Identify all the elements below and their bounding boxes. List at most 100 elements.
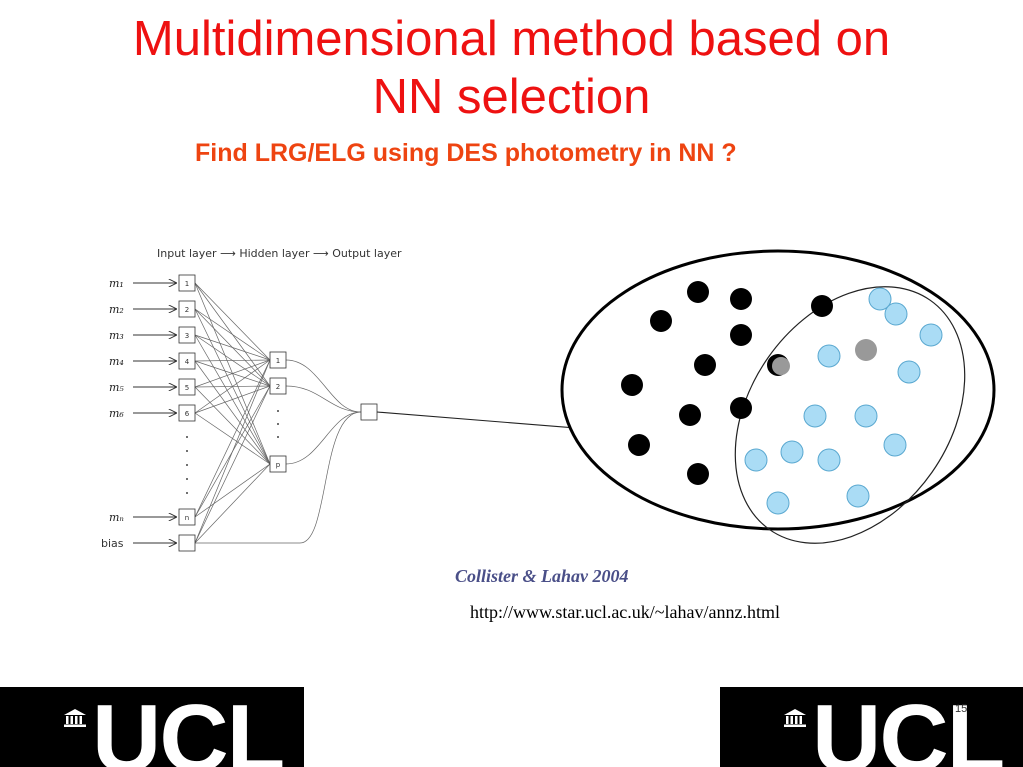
- slide-title: Multidimensional method based on NN sele…: [0, 10, 1023, 126]
- selection-ellipse: [734, 286, 966, 544]
- connection-line: [195, 411, 362, 544]
- svg-text:1: 1: [276, 357, 280, 365]
- input-node: 4: [178, 352, 196, 370]
- input-nodes: 1 2 3 4 5 6 n: [178, 274, 196, 552]
- blue-dot: [868, 287, 892, 311]
- blue-dot: [803, 404, 827, 428]
- blue-dot: [817, 344, 841, 368]
- black-dot: [811, 295, 833, 317]
- ucl-logo-right: UCL: [720, 687, 1023, 767]
- output-node: [360, 403, 378, 421]
- input-arrows: [133, 283, 176, 543]
- connection-line: [194, 334, 271, 361]
- svg-text:p: p: [276, 461, 281, 469]
- input-label-m5: m₅: [109, 381, 124, 394]
- blue-dot: [846, 484, 870, 508]
- input-node: 3: [178, 326, 196, 344]
- svg-text:2: 2: [185, 306, 189, 314]
- connection-line: [194, 386, 271, 465]
- gray-dots: [772, 339, 877, 375]
- svg-text:3: 3: [185, 332, 189, 340]
- connection-line: [194, 463, 271, 544]
- svg-text:6: 6: [185, 410, 190, 418]
- connection-line: [194, 282, 271, 361]
- input-labels: m₁ m₂ m₃ m₄ m₅ m₆ mₙ bias: [101, 277, 124, 550]
- network-connections: [194, 282, 362, 544]
- connection-line: [194, 359, 271, 544]
- blue-dot: [897, 360, 921, 384]
- blue-dot: [744, 448, 768, 472]
- input-label-bias: bias: [101, 537, 124, 550]
- neural-network: m₁ m₂ m₃ m₄ m₅ m₆ mₙ bias 1 2 3 4 5 6 n …: [101, 274, 378, 552]
- svg-text:5: 5: [185, 384, 189, 392]
- title-line-1: Multidimensional method based on: [132, 12, 891, 66]
- title-line-2: NN selection: [372, 70, 651, 124]
- slide-number: 15: [955, 703, 968, 715]
- blue-dot: [883, 433, 907, 457]
- network-header: Input layer ⟶ Hidden layer ⟶ Output laye…: [157, 247, 402, 260]
- connection-line: [194, 359, 271, 388]
- slide-subtitle: Find LRG/ELG using DES photometry in NN …: [195, 139, 737, 167]
- input-node: n: [178, 508, 196, 526]
- svg-text:1: 1: [185, 280, 189, 288]
- connection-line: [285, 385, 362, 413]
- connection-line: [194, 360, 271, 465]
- blue-dot: [854, 404, 878, 428]
- blue-dot: [780, 440, 804, 464]
- black-dot: [679, 404, 701, 426]
- hidden-nodes: 1 2 p: [269, 351, 287, 473]
- hidden-node: 1: [269, 351, 287, 369]
- bias-node: [178, 534, 196, 552]
- input-label-mn: mₙ: [109, 511, 124, 524]
- blue-dot: [919, 323, 943, 347]
- connection-line: [194, 463, 271, 518]
- black-dot: [650, 310, 672, 332]
- blue-dot: [884, 302, 908, 326]
- input-label-m2: m₂: [109, 303, 124, 316]
- blue-dot: [817, 448, 841, 472]
- portico-icon: [64, 709, 86, 727]
- input-label-m4: m₄: [109, 355, 124, 368]
- svg-text:4: 4: [185, 358, 190, 366]
- input-label-m3: m₃: [109, 329, 124, 342]
- black-dot: [730, 288, 752, 310]
- input-node: 6: [178, 404, 196, 422]
- portico-icon: [784, 709, 806, 727]
- connection-line: [194, 308, 271, 361]
- black-dot: [730, 324, 752, 346]
- input-label-m1: m₁: [109, 277, 124, 290]
- connection-line: [194, 359, 271, 414]
- black-dot: [687, 463, 709, 485]
- cluster-diagram: [560, 249, 996, 544]
- svg-text:2: 2: [276, 383, 280, 391]
- ucl-logo-text: UCL: [92, 687, 285, 767]
- reference-url[interactable]: http://www.star.ucl.ac.uk/~lahav/annz.ht…: [470, 602, 780, 622]
- connection-line: [285, 359, 362, 413]
- connection-line: [194, 359, 271, 362]
- citation: Collister & Lahav 2004: [455, 566, 629, 586]
- connection-line: [194, 359, 271, 518]
- ucl-logo-left: UCL: [0, 687, 304, 767]
- black-dots: [621, 281, 833, 485]
- blue-dot: [766, 491, 790, 515]
- connection-line: [194, 385, 271, 544]
- hidden-node: p: [269, 455, 287, 473]
- svg-text:n: n: [185, 514, 189, 522]
- input-node: 2: [178, 300, 196, 318]
- black-dot: [730, 397, 752, 419]
- gray-dot: [855, 339, 877, 361]
- gray-dot: [772, 357, 790, 375]
- black-dot: [628, 434, 650, 456]
- input-node: 1: [178, 274, 196, 292]
- black-dot: [687, 281, 709, 303]
- black-dot: [694, 354, 716, 376]
- input-label-m6: m₆: [109, 407, 124, 420]
- blue-dots: [744, 287, 943, 515]
- connection-line: [285, 411, 362, 465]
- ucl-logo-text: UCL: [812, 687, 1005, 767]
- black-dot: [621, 374, 643, 396]
- ellipsis-dots: [186, 410, 279, 494]
- hidden-node: 2: [269, 377, 287, 395]
- input-node: 5: [178, 378, 196, 396]
